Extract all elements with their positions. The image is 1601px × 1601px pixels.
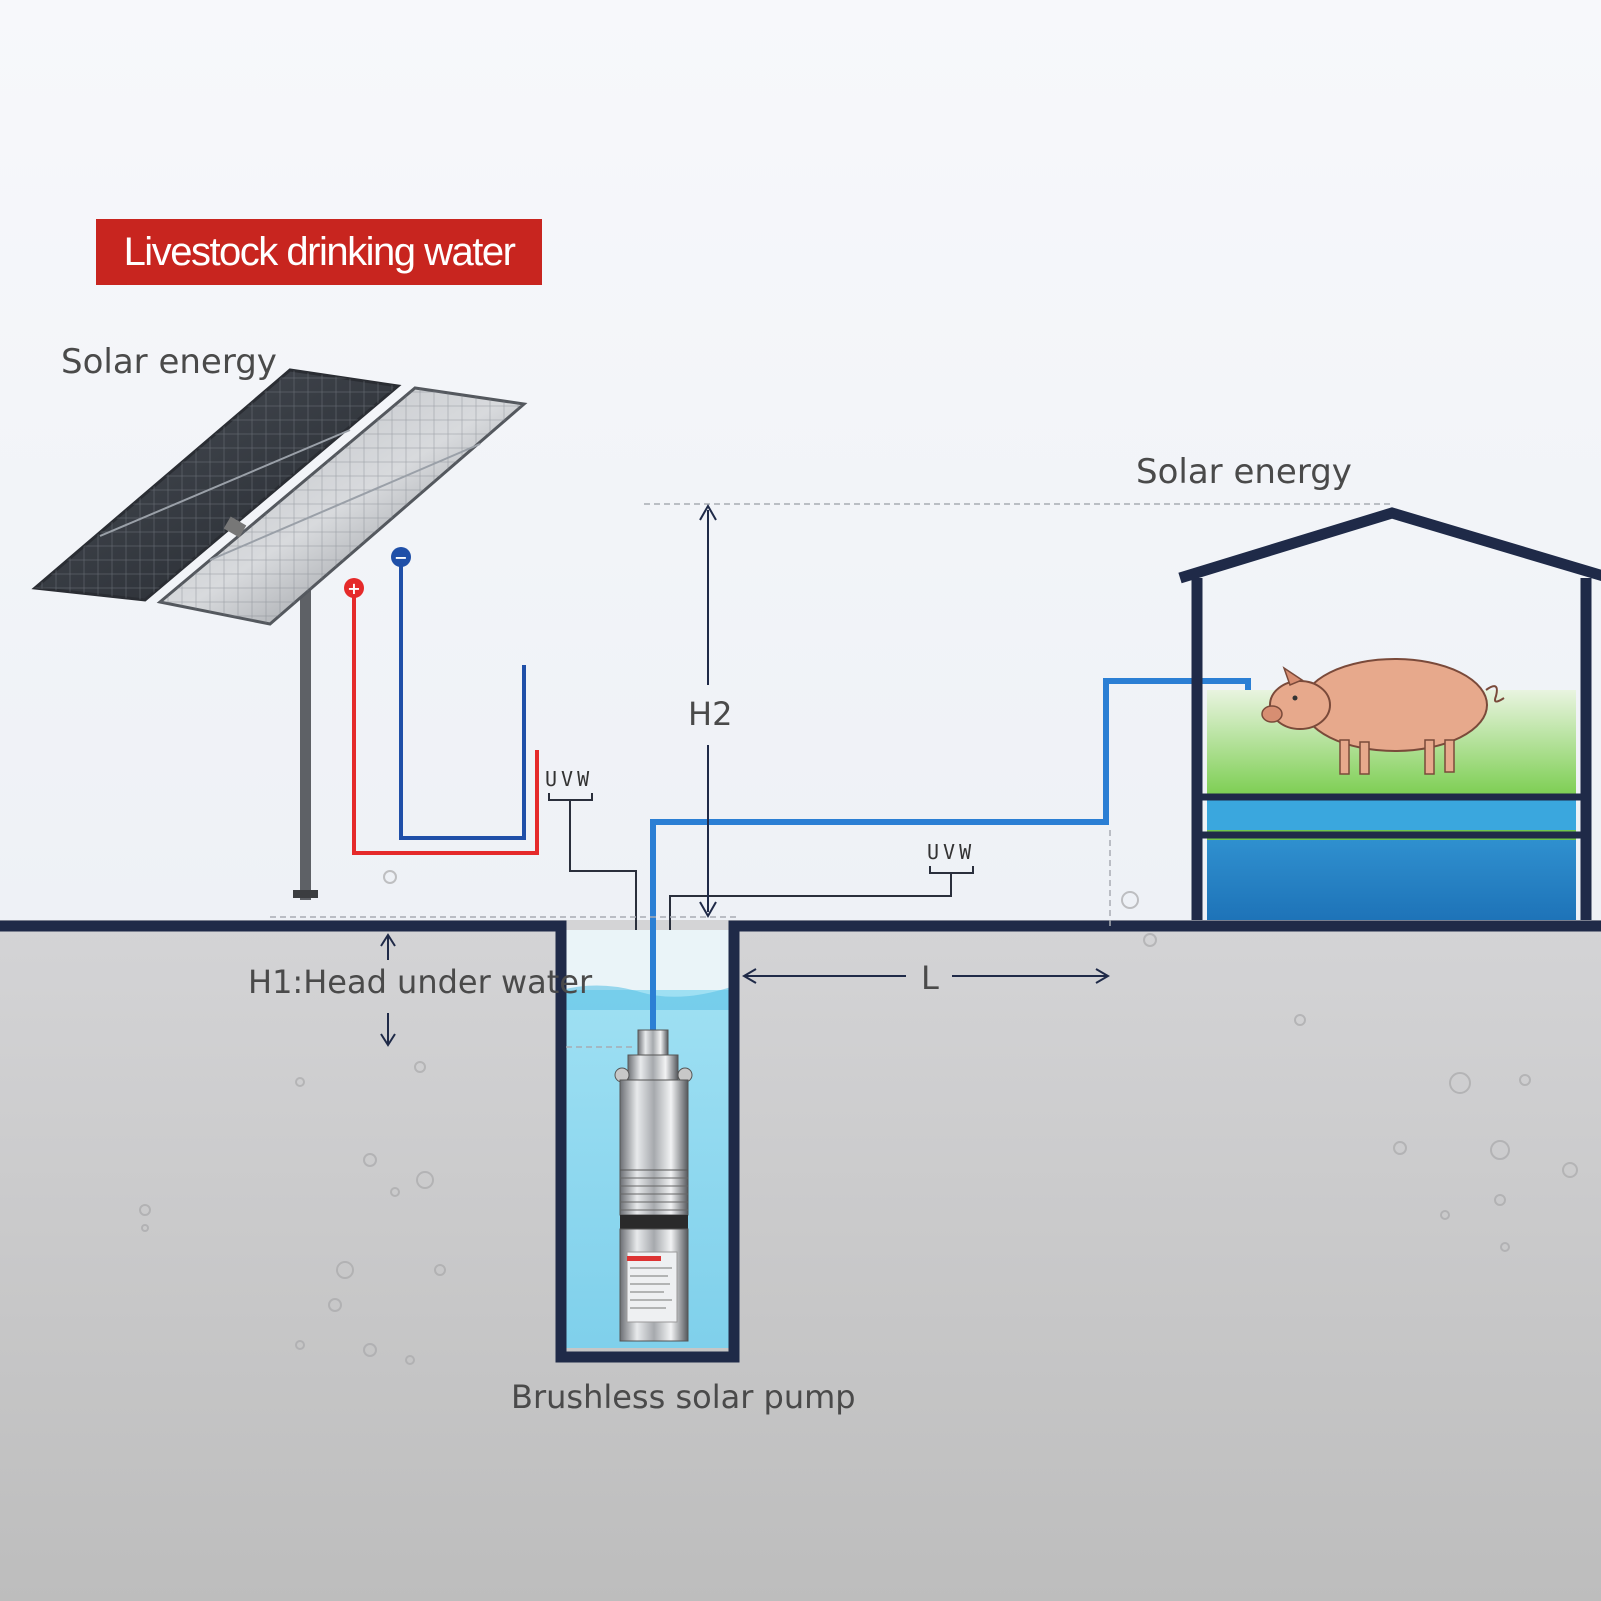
title-badge: Livestock drinking water	[96, 219, 542, 285]
negative-terminal-symbol: −	[394, 548, 407, 567]
h2-label: H2	[688, 695, 733, 733]
ground-outline	[0, 920, 1601, 1363]
l-label: L	[921, 959, 939, 997]
negative-terminal-icon	[391, 547, 411, 567]
solar-panel-icon	[31, 368, 528, 900]
ground	[0, 920, 1601, 1601]
h2-arrow	[699, 503, 717, 919]
uvw-label-right: UVW	[927, 840, 976, 864]
solar-energy-label-right: Solar energy	[1136, 452, 1352, 492]
solar-energy-label-left: Solar energy	[61, 342, 277, 382]
pump-icon	[614, 1029, 693, 1342]
positive-terminal-icon	[344, 578, 364, 598]
l-arrow	[742, 968, 1110, 984]
uvw-label-left: UVW	[545, 767, 594, 791]
pig-icon	[1261, 658, 1505, 775]
power-wires	[352, 560, 539, 855]
h1-arrow	[380, 933, 396, 1047]
dimension-guides	[270, 503, 1392, 1048]
positive-terminal-symbol: +	[347, 579, 360, 598]
pump-label: Brushless solar pump	[511, 1378, 856, 1416]
h1-label: H1:Head under water	[248, 963, 593, 1001]
bubbles	[139, 870, 1578, 1365]
